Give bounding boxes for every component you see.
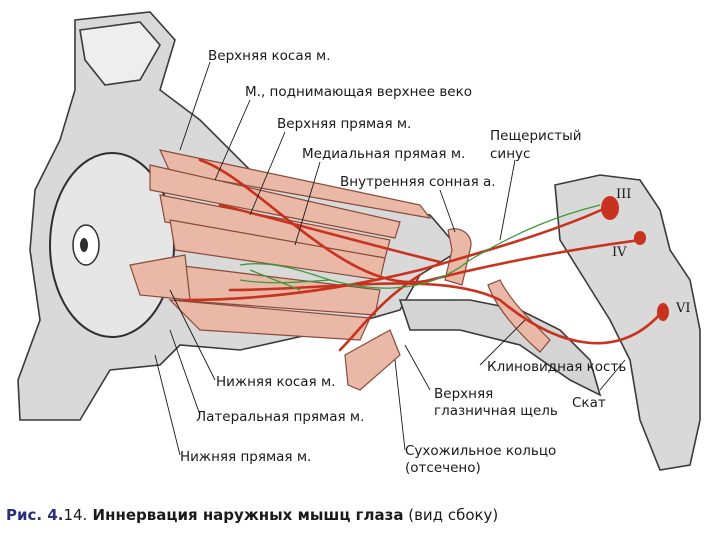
clivus-bone: [554, 174, 701, 471]
label-tendinous-ring-1: Сухожильное кольцо: [405, 443, 556, 459]
label-inferior-oblique: Нижняя косая м.: [216, 374, 335, 390]
label-levator-palpebrae: М., поднимающая верхнее веко: [245, 84, 472, 100]
label-internal-carotid: Внутренняя сонная а.: [340, 174, 496, 190]
leader-tendinous-ring: [394, 359, 406, 451]
nerve-nuclei: [601, 196, 669, 321]
label-tendinous-ring-2: (отсечено): [405, 460, 481, 476]
figure-title: Иннервация наружных мышц глаза: [87, 506, 404, 524]
leader-clivus: [599, 359, 626, 391]
label-medial-rectus: Медиальная прямая м.: [302, 146, 465, 162]
leader-superior-rectus: [249, 131, 286, 216]
label-cavernous-sinus-1: Пещеристый: [490, 128, 582, 144]
inferior-rectus-muscle: [168, 299, 371, 341]
oculomotor-inferior-branch: [338, 273, 422, 352]
label-nerve-iv: IV: [612, 245, 627, 260]
label-orbital-fissure-1: Верхняя: [434, 386, 493, 402]
label-superior-oblique: Верхняя косая м.: [208, 48, 330, 64]
leader-cavernous-sinus: [499, 159, 516, 241]
oculomotor-nerve: [183, 203, 614, 302]
label-sphenoid-bone: Клиновидная кость: [487, 359, 626, 375]
ciliary-ganglion-nerves: [239, 204, 601, 291]
labels: Верхняя косая м. М., поднимающая верхнее…: [180, 48, 691, 476]
oculomotor-branch-upper: [218, 203, 442, 264]
label-superior-rectus: Верхняя прямая м.: [277, 116, 411, 132]
figure-number: 14.: [63, 506, 88, 524]
label-orbital-fissure-2: глазничная щель: [434, 403, 558, 419]
superior-oblique-muscle: [158, 149, 432, 219]
leader-sphenoid: [479, 319, 526, 366]
leader-medial-rectus: [294, 161, 321, 246]
sphenoid-body: [398, 299, 602, 397]
figure-caption: Рис. 4.14. Иннервация наружных мышц глаз…: [6, 506, 714, 524]
label-nerve-vi: VI: [675, 301, 691, 316]
label-inferior-rectus: Нижняя прямая м.: [180, 449, 311, 465]
cut-tendinous-ring: [344, 329, 401, 391]
leader-superior-oblique: [179, 61, 211, 151]
nerves: [183, 158, 664, 352]
label-lateral-rectus: Латеральная прямая м.: [196, 409, 364, 425]
figure-note: (вид сбоку): [403, 506, 499, 524]
leader-inferior-rectus: [154, 354, 181, 456]
leader-orbital-fissure: [404, 344, 431, 391]
leader-lines: [154, 61, 626, 456]
leader-levator-palpebrae: [214, 99, 251, 181]
label-cavernous-sinus-2: синус: [490, 146, 530, 162]
label-clivus: Скат: [572, 395, 606, 411]
leader-lateral-rectus: [169, 329, 201, 416]
figure-label: Рис. 4.: [6, 506, 64, 524]
label-nerve-iii: III: [616, 187, 631, 202]
leader-internal-carotid: [439, 189, 456, 233]
leader-inferior-oblique: [169, 289, 216, 381]
levator-palpebrae-muscle: [149, 164, 401, 239]
abducens-nerve: [228, 282, 664, 345]
